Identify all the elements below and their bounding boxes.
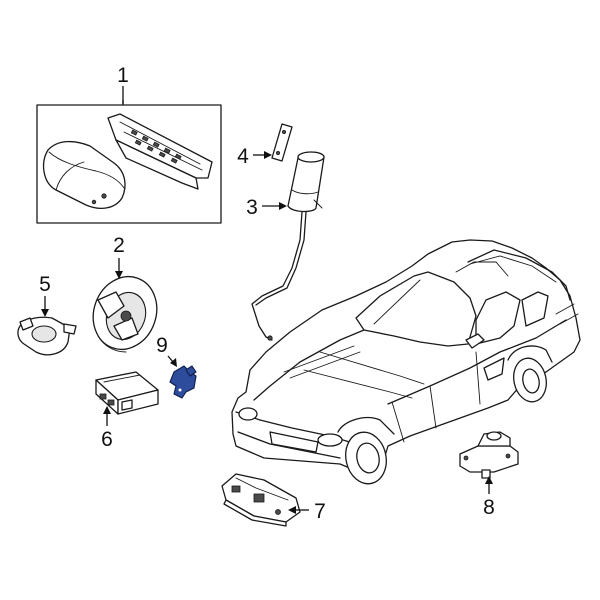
callout-3: 3 [246,196,258,219]
part-6-control-module [95,371,159,415]
callout-labels: 1 2 3 4 5 6 7 8 9 [39,64,495,523]
part-5-clip [17,316,77,356]
part-3-inflator [251,151,325,341]
callout-7: 7 [314,500,326,523]
part-9-sensor-highlight [169,365,197,399]
callout-5: 5 [39,273,51,296]
callout-9: 9 [156,334,168,357]
part-4-bracket [271,123,293,162]
part-1-airbag-group [36,99,222,224]
callout-2: 2 [113,234,125,257]
passenger-airbag-module [107,113,213,190]
callout-8: 8 [483,496,495,519]
callout-1: 1 [117,64,129,87]
driver-airbag-module [42,140,126,209]
part-7-module [221,473,301,527]
part-2-clock-spring [92,276,158,353]
vehicle-body-illustration [231,239,581,485]
callout-leaders [41,86,493,514]
callout-4: 4 [237,145,249,168]
part-1-group-box [36,104,222,224]
callout-6: 6 [101,428,113,451]
part-8-sensor [459,431,519,479]
